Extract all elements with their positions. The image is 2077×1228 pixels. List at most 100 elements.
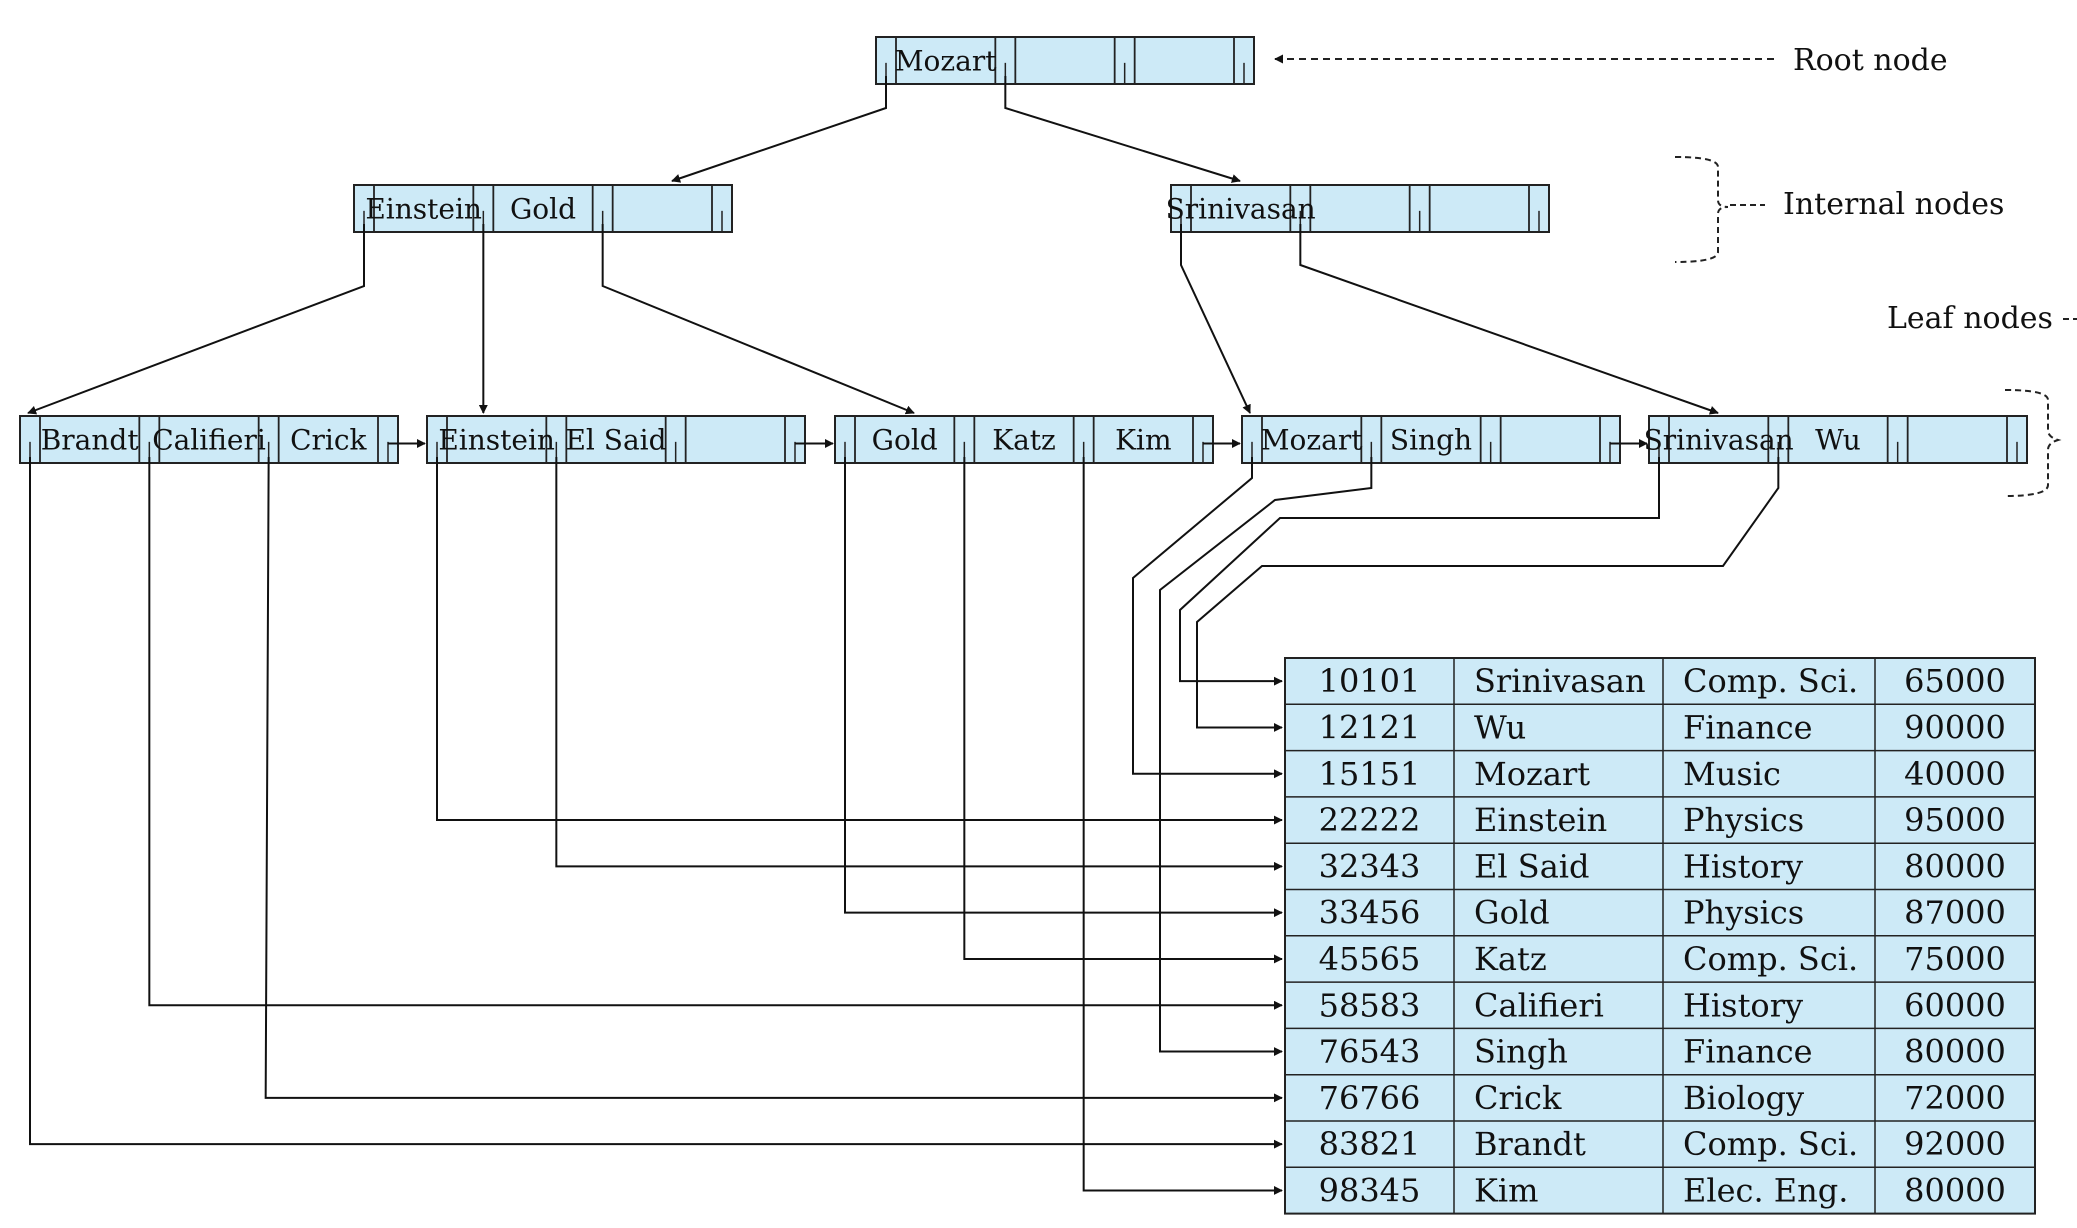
internal-nodes-label: Internal nodes xyxy=(1783,187,2004,222)
node-key: Califieri xyxy=(152,424,266,457)
table-row: 76766 Crick Biology 72000 xyxy=(1319,1079,2006,1117)
table-cell: Gold xyxy=(1474,894,1550,932)
table-cell: Music xyxy=(1683,755,1781,793)
leaf-node-3: Gold Katz Kim xyxy=(834,415,1214,464)
node-key: El Said xyxy=(565,424,666,457)
table-cell: History xyxy=(1683,847,1803,885)
ptr-califieri xyxy=(148,457,1283,1010)
table-cell: 83821 xyxy=(1319,1125,1421,1163)
leaf-node-2: Einstein El Said xyxy=(426,415,806,464)
internal-2-to-leaf-5 xyxy=(1299,224,1719,415)
internal-1-to-leaf-3 xyxy=(601,224,915,415)
ptr-gold xyxy=(844,457,1283,918)
node-key: Einstein xyxy=(438,424,555,457)
table-cell: 12121 xyxy=(1319,708,1421,746)
ptr-einstein xyxy=(436,457,1283,825)
ptr-crick xyxy=(264,456,1283,1103)
leaf-node-4: Mozart Singh xyxy=(1241,415,1621,464)
table-cell: 22222 xyxy=(1319,801,1421,839)
ptr-singh xyxy=(1159,457,1373,1057)
node-box xyxy=(1648,415,2028,464)
table-cell: Mozart xyxy=(1474,755,1590,793)
table-cell: 75000 xyxy=(1904,940,2006,978)
table-cell: Einstein xyxy=(1474,801,1607,839)
node-box xyxy=(875,36,1255,85)
table-cell: 95000 xyxy=(1904,801,2006,839)
root-to-internal-2 xyxy=(1004,76,1241,183)
ptr-srinivasan xyxy=(1179,457,1660,686)
node-key: Gold xyxy=(872,424,938,457)
node-box xyxy=(834,415,1214,464)
table-cell: History xyxy=(1683,986,1803,1024)
table-cell: 92000 xyxy=(1904,1125,2006,1163)
pointer-edges xyxy=(27,76,1780,1195)
node-box xyxy=(1241,415,1621,464)
table-row: 10101 Srinivasan Comp. Sci. 65000 xyxy=(1319,662,2006,700)
node-key: Mozart xyxy=(1261,424,1363,457)
table-cell: 45565 xyxy=(1319,940,1421,978)
table-cell: 72000 xyxy=(1904,1079,2006,1117)
table-cell: 65000 xyxy=(1904,662,2006,700)
table-cell: Califieri xyxy=(1474,986,1604,1024)
table-cell: Singh xyxy=(1474,1033,1568,1071)
table-cell: Brandt xyxy=(1474,1125,1586,1163)
root-node-label: Root node xyxy=(1793,43,1948,78)
table-cell: 15151 xyxy=(1319,755,1421,793)
annotations: Root node Internal nodes Leaf nodes xyxy=(1274,43,2077,497)
node-key: Crick xyxy=(290,424,367,457)
leaf-node-5: Srinivasan Wu xyxy=(1644,415,2028,464)
table-cell: 40000 xyxy=(1904,755,2006,793)
node-box xyxy=(426,415,806,464)
table-cell: Katz xyxy=(1474,940,1547,978)
ptr-katz xyxy=(963,457,1283,964)
node-key: Srinivasan xyxy=(1644,424,1794,457)
node-key: Kim xyxy=(1115,424,1171,457)
table-cell: 87000 xyxy=(1904,894,2006,932)
node-key: Katz xyxy=(992,424,1056,457)
node-key: Wu xyxy=(1815,424,1861,457)
table-cell: 32343 xyxy=(1319,847,1421,885)
node-box xyxy=(19,415,399,464)
node-key: Mozart xyxy=(895,45,997,78)
table-cell: 10101 xyxy=(1319,662,1421,700)
node-key: Einstein xyxy=(365,193,482,226)
internal-node-2: Srinivasan xyxy=(1166,184,1550,233)
internal-node-1: Einstein Gold xyxy=(353,184,733,233)
table-cell: Crick xyxy=(1474,1079,1562,1117)
ptr-mozart xyxy=(1132,457,1283,779)
table-row: 83821 Brandt Comp. Sci. 92000 xyxy=(1319,1125,2006,1163)
leaf-nodes-label: Leaf nodes xyxy=(1887,301,2053,336)
root-to-internal-1 xyxy=(671,76,887,183)
leaf-nodes-brace xyxy=(2004,389,2062,497)
table-cell: Srinivasan xyxy=(1474,662,1646,700)
node-box xyxy=(1170,184,1550,233)
table-cell: Comp. Sci. xyxy=(1683,662,1858,700)
table-cell: Finance xyxy=(1683,1033,1813,1071)
table-cell: Elec. Eng. xyxy=(1683,1171,1848,1209)
table-cell: Kim xyxy=(1474,1171,1538,1209)
table-cell: 76766 xyxy=(1319,1079,1421,1117)
table-cell: 98345 xyxy=(1319,1171,1421,1209)
node-key: Singh xyxy=(1390,424,1472,457)
table-cell: 80000 xyxy=(1904,1033,2006,1071)
table-cell: Biology xyxy=(1683,1079,1804,1117)
ptr-el-said xyxy=(555,457,1283,871)
table-cell: 90000 xyxy=(1904,708,2006,746)
table-cell: Comp. Sci. xyxy=(1683,940,1858,978)
node-key: Srinivasan xyxy=(1166,193,1316,226)
table-cell: 80000 xyxy=(1904,1171,2006,1209)
table-cell: Comp. Sci. xyxy=(1683,1125,1858,1163)
table-cell: 60000 xyxy=(1904,986,2006,1024)
node-key: Gold xyxy=(510,193,576,226)
table-cell: 80000 xyxy=(1904,847,2006,885)
table-row: 15151 Mozart Music 40000 xyxy=(1319,755,2006,793)
